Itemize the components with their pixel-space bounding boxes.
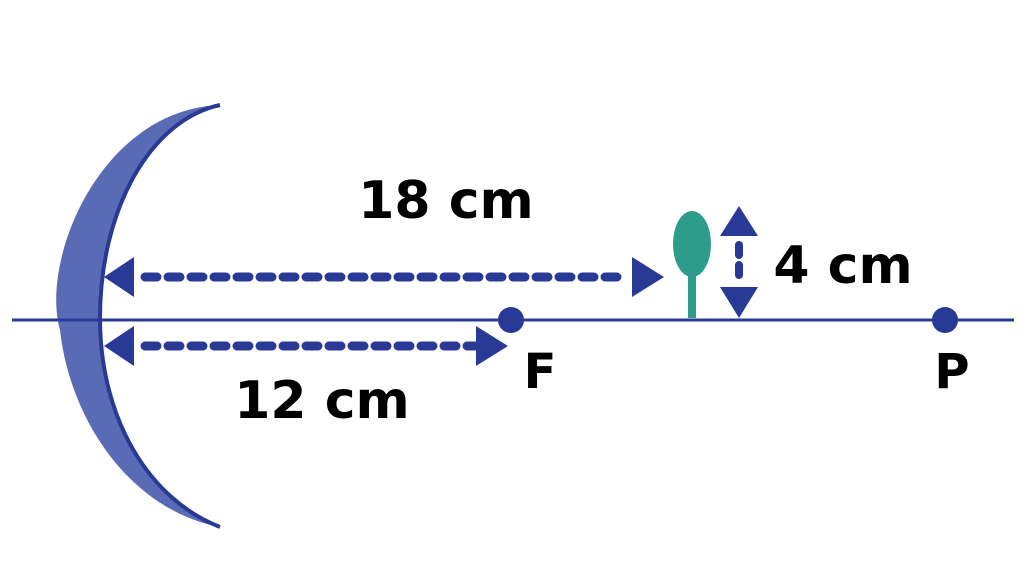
arrowhead-left xyxy=(104,257,134,297)
object-height-label: 4 cm xyxy=(773,236,912,296)
object-stem xyxy=(688,270,696,318)
arrowhead-down xyxy=(720,287,758,318)
candle-object-icon xyxy=(673,211,711,318)
arrowhead-left xyxy=(104,326,134,366)
concave-mirror-icon xyxy=(56,103,221,529)
mirror-body xyxy=(56,105,220,527)
mirror-reflective-edge xyxy=(97,103,221,529)
object-height-arrow xyxy=(720,206,758,318)
object-distance-label: 18 cm xyxy=(358,171,533,231)
arrowhead-right xyxy=(632,257,664,297)
point-p-marker xyxy=(932,307,958,333)
point-p-label: P xyxy=(934,344,969,400)
focus-point-marker xyxy=(498,307,524,333)
object-distance-arrow xyxy=(104,257,664,297)
arrowhead-right xyxy=(476,326,508,366)
arrowhead-up xyxy=(720,206,758,236)
focus-point-label: F xyxy=(524,344,557,400)
focal-length-arrow xyxy=(104,326,508,366)
focal-length-label: 12 cm xyxy=(234,371,409,431)
object-head xyxy=(673,211,711,277)
